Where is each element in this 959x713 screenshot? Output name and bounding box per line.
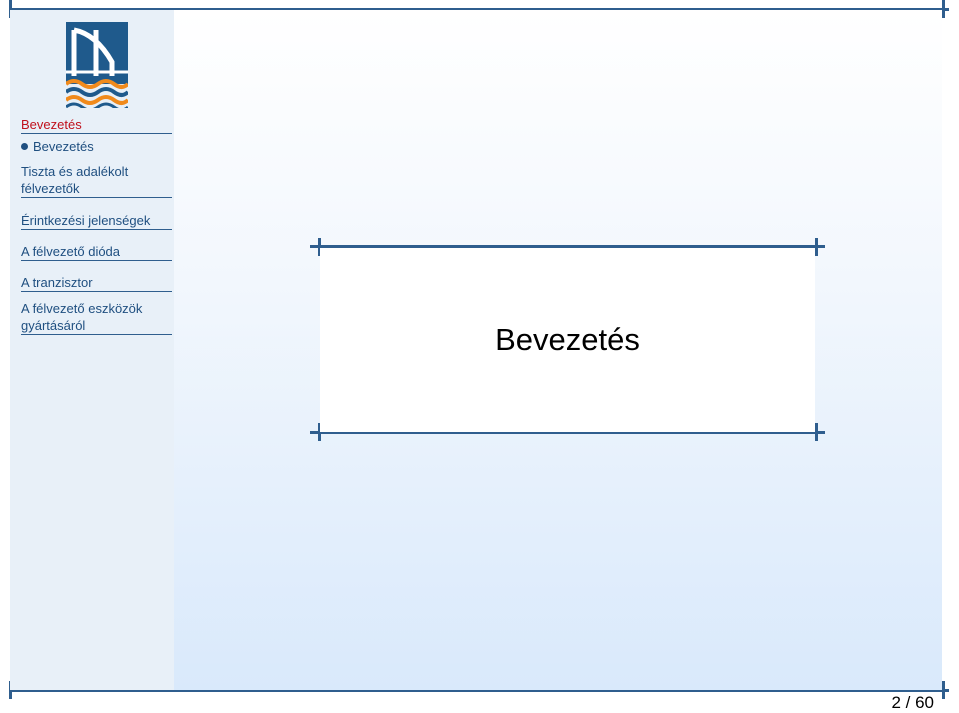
navigation-sidebar: Bevezetés Bevezetés Tiszta és adalékolt … — [10, 10, 174, 690]
frame-bottom-line — [10, 689, 949, 692]
frame-tick — [942, 0, 945, 18]
nav-subsection-label: Bevezetés — [33, 139, 94, 154]
frame-tick — [942, 681, 945, 699]
bridge-logo-icon — [66, 22, 128, 108]
nav-section-dioda[interactable]: A félvezető dióda — [21, 243, 172, 261]
bullet-icon — [21, 143, 28, 150]
title-bottom-line — [310, 431, 825, 434]
frame-tick — [9, 681, 12, 699]
section-title-box: Bevezetés — [320, 248, 815, 432]
slide-title: Bevezetés — [495, 322, 640, 357]
title-tick — [318, 423, 321, 441]
nav-section-gyartas[interactable]: A félvezető eszközök gyártásáról — [21, 300, 172, 335]
nav-subsection-tiszta[interactable]: Tiszta és adalékolt félvezetők — [21, 163, 172, 198]
page-counter: 2 / 60 — [891, 693, 934, 712]
title-top-line — [310, 245, 825, 248]
nav-subsection-bevezetes[interactable]: Bevezetés — [21, 138, 94, 155]
nav-section-bevezetes[interactable]: Bevezetés — [21, 116, 172, 134]
frame-tick — [9, 0, 12, 18]
nav-section-tranzisztor[interactable]: A tranzisztor — [21, 274, 172, 292]
title-tick — [318, 238, 321, 256]
title-tick — [815, 423, 818, 441]
frame-top-line — [10, 8, 949, 11]
title-tick — [815, 238, 818, 256]
nav-section-erintkezesi[interactable]: Érintkezési jelenségek — [21, 212, 172, 230]
